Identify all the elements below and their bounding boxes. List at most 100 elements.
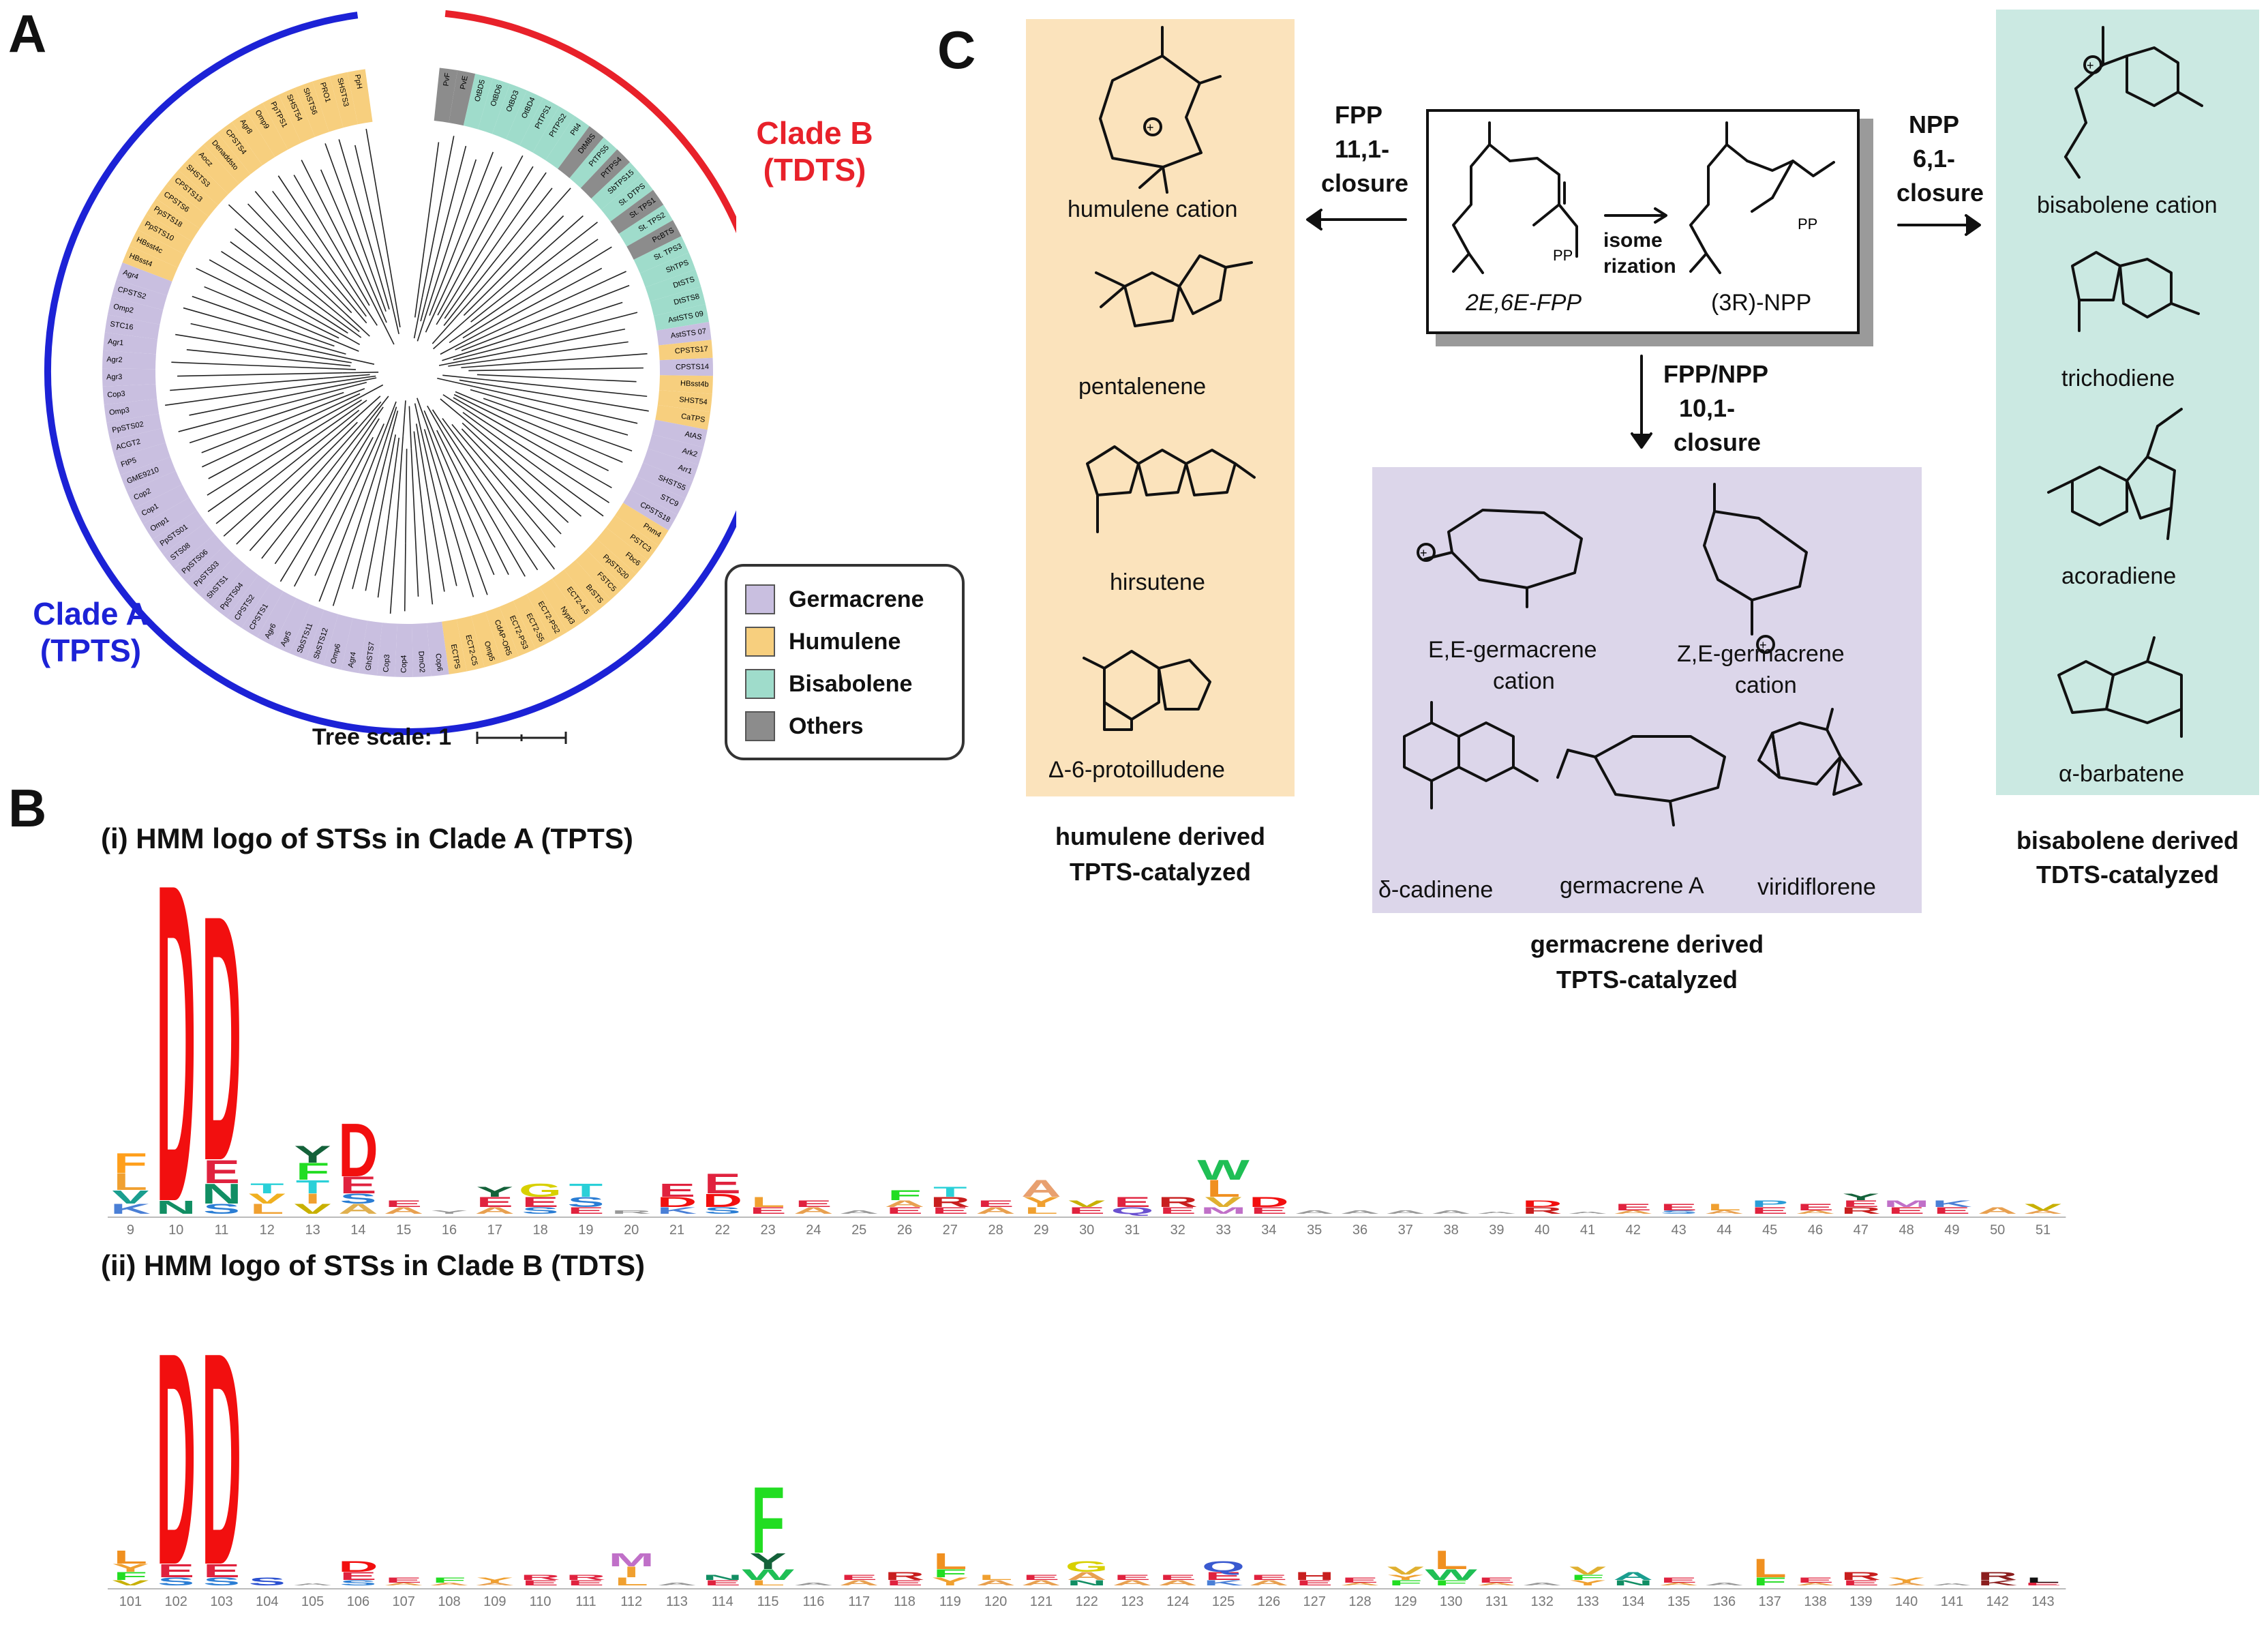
logo-residue: Q (1202, 1558, 1245, 1575)
logo-residue: D (338, 1558, 378, 1575)
logo-position-label: 124 (1166, 1594, 1189, 1609)
leaf-sector (610, 190, 664, 234)
ee-germacrene-cation-structure (1417, 509, 1583, 608)
legend-label: Bisabolene (789, 670, 913, 697)
leaf-sector (427, 621, 449, 676)
leaf-label: HBsst4b (680, 379, 709, 389)
clade-b-type: (TDTS) (763, 152, 866, 188)
logo-position-label: 140 (1895, 1594, 1918, 1609)
logo-residue: R (885, 1570, 925, 1583)
fpp-label: 2E,6E-FPP (1466, 290, 1582, 316)
bisabolene-caption-2: TDTS-catalyzed (2036, 861, 2220, 889)
logo-residue: A (475, 1582, 515, 1586)
logo-residue: R (1522, 1206, 1562, 1216)
logo-residue: A (1021, 1579, 1061, 1587)
leaf-sector (591, 162, 642, 210)
logo-residue: W (742, 1566, 795, 1583)
logo-position-label: 104 (256, 1594, 278, 1609)
bisabolene-caption-1: bisabolene derived (2016, 826, 2239, 854)
logo-position-label: 135 (1667, 1594, 1690, 1609)
leaf-sector (506, 90, 543, 146)
logo-residue: R (1978, 1570, 2018, 1583)
logo-residue: L (1025, 1206, 1059, 1216)
logo-position-label: 49 (1944, 1223, 1959, 1238)
logo-residue: E (339, 1172, 376, 1198)
clade-a-label: Clade A (TPTS) (19, 595, 162, 669)
logo-position-label: 123 (1121, 1594, 1143, 1609)
logo-position-label: 129 (1394, 1594, 1417, 1609)
leaf-sector (155, 183, 209, 229)
compound-alpha-barbatene: α-barbatene (2059, 761, 2185, 787)
logo-position-label: 141 (1941, 1594, 1963, 1609)
logo-residue: Y (431, 1210, 468, 1215)
logo-position-label: 137 (1759, 1594, 1781, 1609)
logo-residue: E (841, 1573, 877, 1581)
leaf-sector (152, 510, 206, 554)
logo-residue: E (203, 1560, 240, 1581)
logo-residue: E (1797, 1202, 1834, 1213)
logo-residue: A (793, 1206, 834, 1216)
logo-position-label: 42 (1626, 1223, 1641, 1238)
logo-position-label: 51 (2036, 1223, 2051, 1238)
logo-residue: A (1477, 1211, 1517, 1214)
logo-position-label: 116 (802, 1594, 824, 1609)
logo-position-label: 133 (1576, 1594, 1599, 1609)
logo-residue: V (1068, 1199, 1105, 1210)
panel-c-letter: C (937, 20, 976, 80)
logo-residue: E (1478, 1576, 1515, 1584)
logo-residue: A (429, 1582, 470, 1586)
group-legend: Germacrene Humulene Bisabolene Others (725, 564, 965, 760)
compound-acoradiene: acoradiene (2061, 563, 2177, 589)
compound-ee-germacrene-2: cation (1493, 668, 1555, 694)
logo-position-label: 22 (715, 1223, 730, 1238)
svg-text:PP: PP (1553, 247, 1573, 264)
logo-residue: L (250, 1201, 284, 1217)
logo-position-label: 14 (350, 1223, 365, 1238)
legend-item-germacrene: Germacrene (745, 584, 924, 614)
tree-scale: Tree scale: 1 (312, 724, 575, 751)
logo-residue: E (1843, 1579, 1879, 1587)
logo-position-label: 111 (575, 1594, 596, 1609)
compound-protoilludene: Δ-6-protoilludene (1048, 757, 1225, 783)
leaf-sector (539, 578, 583, 632)
logo-residue: V (1205, 1194, 1243, 1210)
logo-residue: E (659, 1180, 695, 1201)
logo-residue: L (2026, 1576, 2060, 1584)
leaf-sector (513, 594, 552, 649)
svg-text:+: + (1420, 546, 1427, 560)
leaf-label: PvE (459, 75, 470, 90)
npp-structure (1689, 121, 1835, 274)
svg-text:+: + (2087, 59, 2094, 72)
logo-residue: D (202, 859, 242, 1234)
logo-position-label: 21 (669, 1223, 684, 1238)
logo-residue: D (156, 859, 196, 1248)
leaf-sector (162, 522, 215, 569)
trichodiene-structure (2071, 251, 2200, 332)
legend-item-bisabolene: Bisabolene (745, 669, 912, 699)
leaf-sector (134, 484, 190, 524)
logo-residue: R (611, 1210, 652, 1215)
logo-position-label: 125 (1212, 1594, 1235, 1609)
leaf-sector (633, 236, 689, 273)
leaf-sector (656, 322, 712, 346)
logo-position-label: 17 (487, 1223, 502, 1238)
leaf-sector (166, 170, 219, 217)
compound-ze-germacrene-2: cation (1735, 672, 1797, 698)
humulene-cation-structure (1099, 26, 1222, 194)
logo-residue: E (1888, 1206, 1925, 1216)
legend-swatch (745, 584, 775, 614)
clade-a-type: (TPTS) (40, 633, 142, 668)
germacrene-caption-1: germacrene derived (1530, 930, 1764, 958)
logo-residue: A (1704, 1582, 1744, 1586)
arrow-left-label-1: FPP (1335, 101, 1383, 129)
leaf-sector (564, 560, 611, 612)
logo-residue: L (1708, 1202, 1742, 1213)
leaf-sector (449, 70, 476, 126)
logo-residue: A (839, 1210, 879, 1215)
leaf-label: Cop3 (107, 390, 125, 400)
logo-position-label: 102 (165, 1594, 187, 1609)
logo-position-label: 115 (757, 1594, 779, 1609)
leaf-sector (643, 448, 699, 482)
leaf-label: CPSTS14 (676, 363, 709, 372)
